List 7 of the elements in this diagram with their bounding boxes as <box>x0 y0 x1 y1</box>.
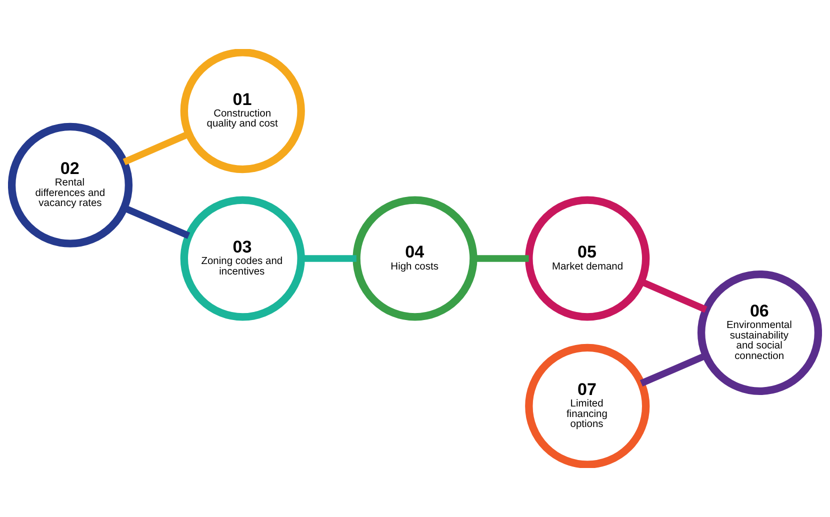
node-circle: 06 Environmental sustainability and social connection <box>697 270 822 396</box>
node-circle: 03 Zoning codes and incentives <box>180 196 305 321</box>
node-circle: 07 Limited financing options <box>525 344 650 468</box>
node-circle: 02 Rental differences and vacancy rates <box>8 122 133 248</box>
node-circle: 05 Market demand <box>525 196 650 321</box>
node-circle: 04 High costs <box>352 196 478 321</box>
node-circle: 01 Construction quality and cost <box>180 49 305 174</box>
